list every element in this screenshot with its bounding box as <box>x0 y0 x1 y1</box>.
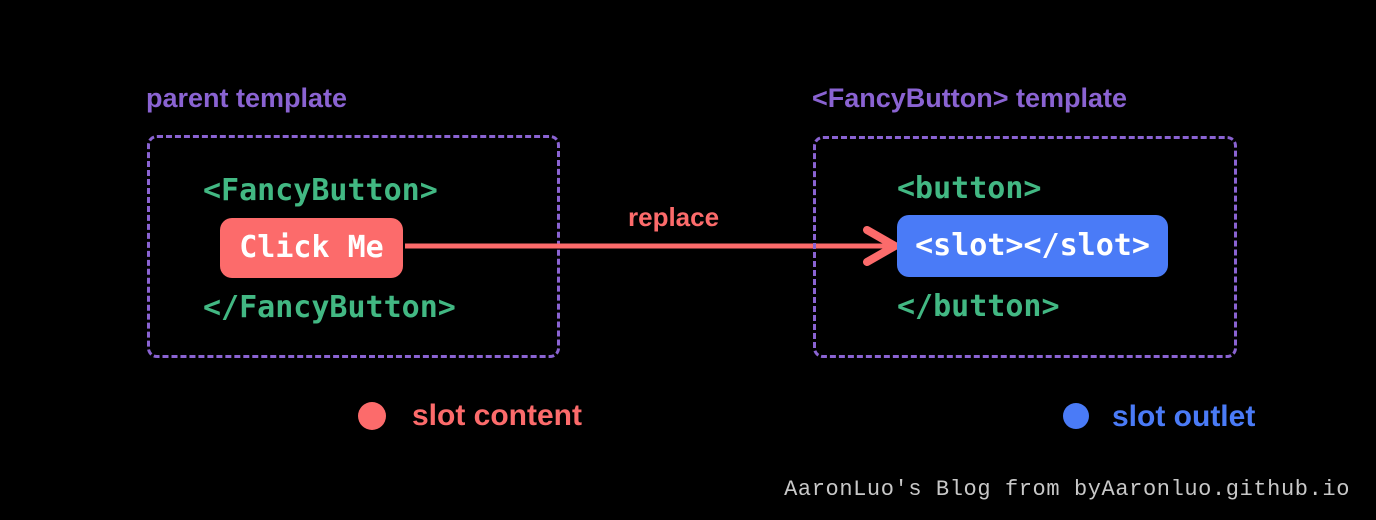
parent-template-title: parent template <box>146 83 348 113</box>
fancybutton-close-tag: </FancyButton> <box>203 290 456 325</box>
replace-label: replace <box>628 202 720 232</box>
watermark: AaronLuo's Blog from byAaronluo.github.i… <box>784 477 1350 502</box>
fancybutton-template-title: <FancyButton> template <box>812 83 1128 113</box>
legend-slot-outlet-label: slot outlet <box>1112 400 1256 433</box>
replace-arrow-icon <box>405 226 899 266</box>
legend-slot-content-label: slot content <box>412 399 582 432</box>
click-me-label: Click Me <box>239 230 384 265</box>
fancybutton-open-tag: <FancyButton> <box>203 173 438 208</box>
button-open-tag: <button> <box>897 171 1042 206</box>
legend-slot-content-dot-icon <box>358 402 386 430</box>
click-me-button: Click Me <box>220 218 403 278</box>
slot-outlet-box: <slot></slot> <box>897 215 1168 277</box>
button-close-tag: </button> <box>897 289 1060 324</box>
legend-slot-outlet-dot-icon <box>1063 403 1089 429</box>
slot-outlet-label: <slot></slot> <box>915 228 1150 263</box>
fancybutton-template-box <box>813 136 1237 358</box>
